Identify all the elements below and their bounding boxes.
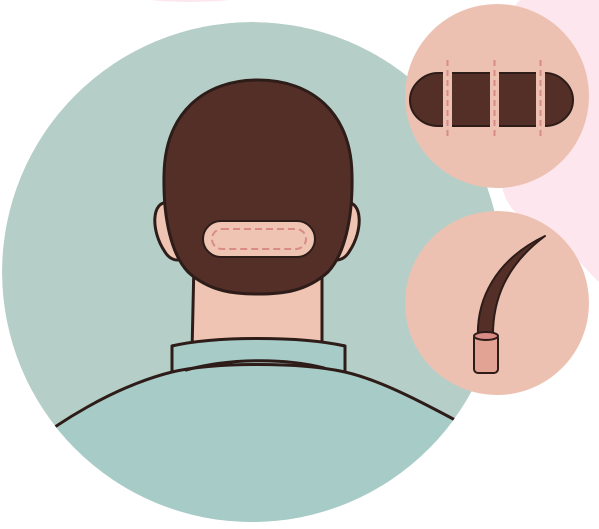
hair-follicle-graft: [474, 332, 498, 373]
donor-strip-scar: [203, 221, 315, 257]
decor-pink-blob-top: [80, 0, 300, 2]
back-of-head-hair: [164, 80, 352, 294]
